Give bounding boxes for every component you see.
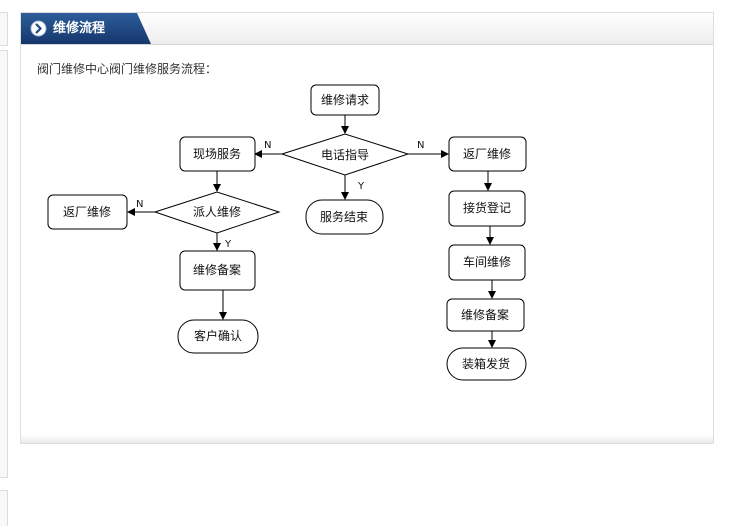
node-record-left-label: 维修备案: [193, 262, 241, 277]
node-receive-box: [448, 190, 526, 227]
node-onsite-label: 现场服务: [193, 146, 241, 161]
node-workshop-box: [448, 244, 526, 281]
node-return-left-box: [47, 194, 128, 230]
maintenance-process-panel: 维修流程 阀门维修中心阀门维修服务流程：: [20, 12, 714, 444]
node-service-end-label: 服务结束: [320, 209, 368, 224]
edge-label-dispatch-record: Y: [224, 239, 232, 250]
panel-footer: [21, 435, 713, 443]
edge-label-dispatch-return: N: [136, 199, 143, 210]
node-receive-label: 接货登记: [463, 200, 511, 215]
node-workshop-label: 车间维修: [463, 254, 511, 269]
node-return-right-label: 返厂维修: [463, 146, 511, 161]
node-onsite-box: [179, 136, 256, 172]
node-request-box: [310, 84, 380, 116]
node-dispatch-diamond: [153, 191, 281, 234]
header-tab: 维修流程: [21, 13, 151, 44]
left-edge-panel: [0, 50, 8, 478]
node-ship-label: 装箱发货: [462, 356, 510, 371]
node-service-end-box: [305, 199, 384, 235]
panel-header: 维修流程: [21, 13, 713, 45]
panel-title: 维修流程: [53, 21, 106, 36]
node-return-right-box: [448, 136, 527, 172]
node-record-right-label: 维修备案: [461, 307, 509, 322]
node-request-label: 维修请求: [321, 92, 369, 107]
chevron-right-circle-icon: [30, 20, 47, 37]
edge-label-phone-onsite: N: [264, 140, 271, 151]
node-customer-confirm-box: [177, 319, 259, 354]
edge-label-phone-return: N: [417, 140, 424, 151]
left-edge-panel-top: [0, 12, 8, 46]
node-record-right-box: [446, 298, 525, 332]
node-return-left-label: 返厂维修: [63, 204, 111, 219]
node-phone-label: 电话指导: [321, 147, 369, 162]
node-ship-box: [446, 347, 527, 381]
node-phone-diamond: [280, 133, 410, 176]
node-customer-confirm-label: 客户确认: [194, 328, 242, 343]
node-dispatch-label: 派人维修: [193, 204, 241, 219]
edge-label-phone-end: Y: [357, 181, 365, 192]
intro-text: 阀门维修中心阀门维修服务流程：: [37, 62, 218, 76]
maintenance-flowchart: N N Y N Y 维修请求: [47, 84, 527, 381]
node-record-left-box: [179, 250, 256, 291]
left-edge-panel-bottom: [0, 490, 8, 526]
